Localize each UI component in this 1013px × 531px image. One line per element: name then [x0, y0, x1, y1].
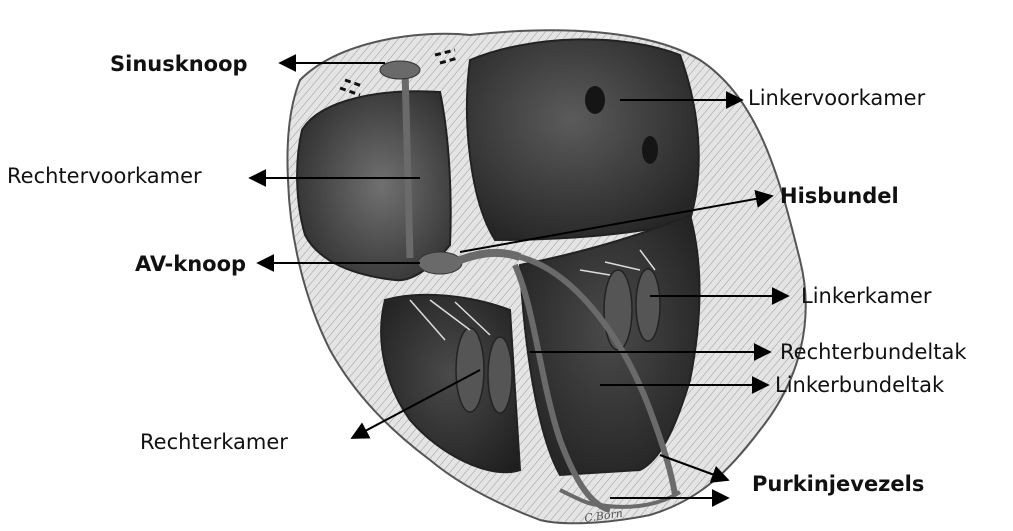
right-atrium	[297, 91, 451, 280]
label-sinusknoop: Sinusknoop	[110, 54, 248, 75]
label-purkinjevezels: Purkinjevezels	[752, 474, 924, 495]
papillary-muscle	[488, 337, 512, 413]
label-linkervoorkamer: Linkervoorkamer	[748, 88, 925, 109]
papillary-muscle	[604, 270, 632, 350]
label-hisbundel: Hisbundel	[780, 186, 899, 207]
pulmonary-vein-opening	[642, 136, 658, 164]
label-linkerbundeltak: Linkerbundeltak	[775, 375, 944, 396]
label-rechterbundeltak: Rechterbundeltak	[780, 342, 967, 363]
label-linkerkamer: Linkerkamer	[801, 286, 931, 307]
internodal-tract	[405, 70, 410, 258]
papillary-muscle	[636, 269, 660, 341]
label-av-knoop: AV-knoop	[135, 254, 246, 275]
left-atrium	[467, 39, 699, 240]
sinus-node-shape	[380, 61, 420, 79]
pulmonary-vein-opening	[585, 86, 605, 114]
label-rechterkamer: Rechterkamer	[140, 432, 288, 453]
av-node-shape	[418, 252, 462, 274]
label-rechtervoorkamer: Rechtervoorkamer	[7, 166, 202, 187]
